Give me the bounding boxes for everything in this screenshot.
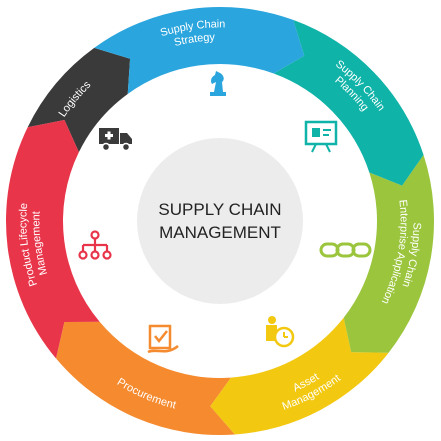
segment-strategy (94, 6, 305, 94)
presentation-board-icon (304, 120, 338, 153)
segment-logistics (27, 47, 131, 153)
segment-enterprise (343, 154, 434, 353)
segment-procurement (56, 321, 235, 435)
segment-plm (5, 119, 100, 359)
segment-asset (210, 317, 389, 435)
hierarchy-icon (78, 230, 112, 260)
person-clock-icon (266, 316, 295, 348)
center-title-line1: SUPPLY CHAIN (158, 200, 281, 219)
delivery-truck-icon (99, 128, 132, 152)
center-title-line2: MANAGEMENT (159, 223, 281, 242)
chess-knight-icon (210, 71, 226, 96)
segment-planning (273, 19, 424, 186)
segment-ring (5, 6, 434, 435)
hand-checklist-icon (147, 324, 179, 354)
chain-link-icon (319, 242, 372, 258)
center-circle (137, 138, 303, 304)
